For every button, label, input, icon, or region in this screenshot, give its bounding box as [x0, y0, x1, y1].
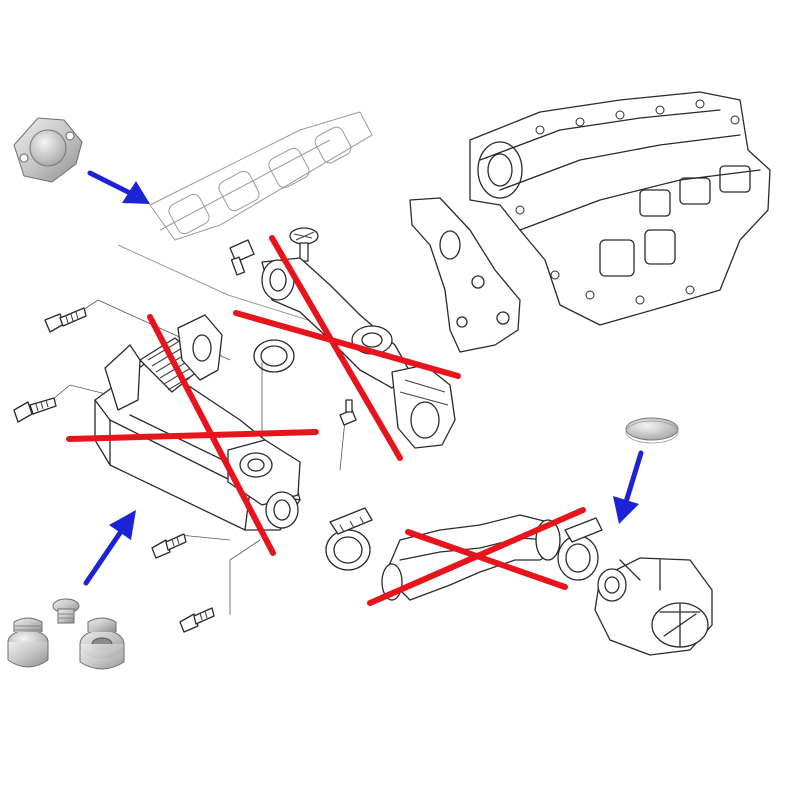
arrow-to-cooler-outlet [83, 510, 136, 586]
arrow-to-manifold [87, 170, 150, 204]
coolant-pipe [261, 257, 456, 449]
cross-coolant-pipe [233, 235, 461, 461]
egr-valve [594, 557, 713, 656]
cross-egr-cooler [66, 314, 319, 556]
bolt-left-upper [44, 307, 87, 333]
bolt-bottom-a [151, 533, 187, 559]
mounting-bracket [409, 197, 521, 353]
blanking-plugs-photo [7, 598, 125, 670]
blanking-plate-photo [13, 117, 83, 183]
blanking-disc-photo [625, 417, 679, 444]
arrow-to-egr-valve [613, 450, 644, 524]
pointer-arrows [83, 170, 644, 586]
bolt-small-centre [339, 399, 357, 426]
hose-clamp-right [557, 517, 603, 581]
bolt-left-lower [13, 397, 57, 423]
engine-block [469, 91, 771, 326]
removal-crosses [66, 235, 586, 606]
bolt-top-left [229, 239, 255, 276]
cross-intake-tube [367, 507, 586, 606]
o-ring-gasket [253, 339, 295, 373]
exhaust-manifold [117, 111, 373, 331]
bolt-bottom-b [179, 607, 215, 633]
bolt-top-right [289, 227, 319, 262]
hose-clamp-left [325, 507, 373, 571]
